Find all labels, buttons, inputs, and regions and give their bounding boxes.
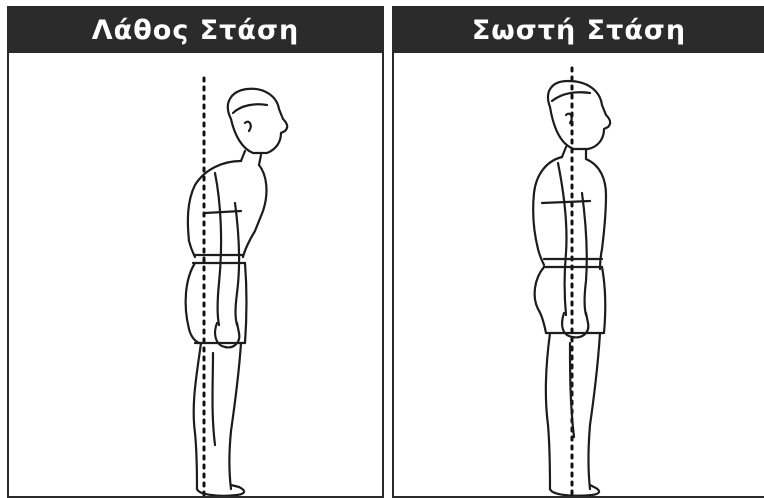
incorrect-posture-title: Λάθος Στάση [9, 8, 382, 53]
slouched-figure-illustration [9, 53, 382, 498]
incorrect-posture-panel: Λάθος Στάση [7, 6, 384, 498]
upright-figure-illustration [394, 53, 764, 498]
correct-posture-panel: Σωστή Στάση [392, 6, 764, 498]
slouched-person-drawing [186, 89, 288, 496]
correct-posture-title: Σωστή Στάση [394, 8, 764, 53]
